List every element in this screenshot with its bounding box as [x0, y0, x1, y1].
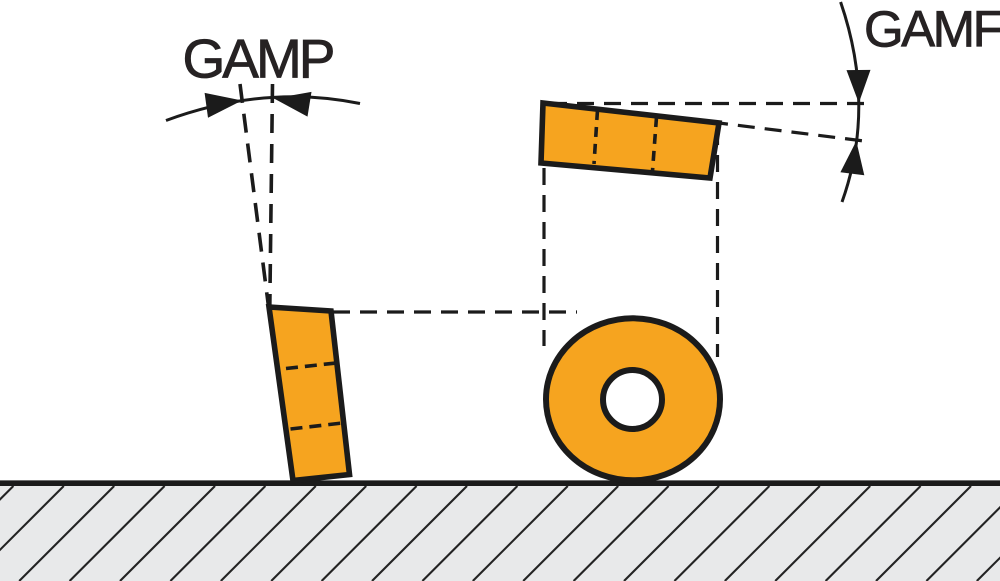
svg-text:GAMP: GAMP [183, 28, 333, 90]
svg-text:GAMF: GAMF [864, 1, 1000, 58]
